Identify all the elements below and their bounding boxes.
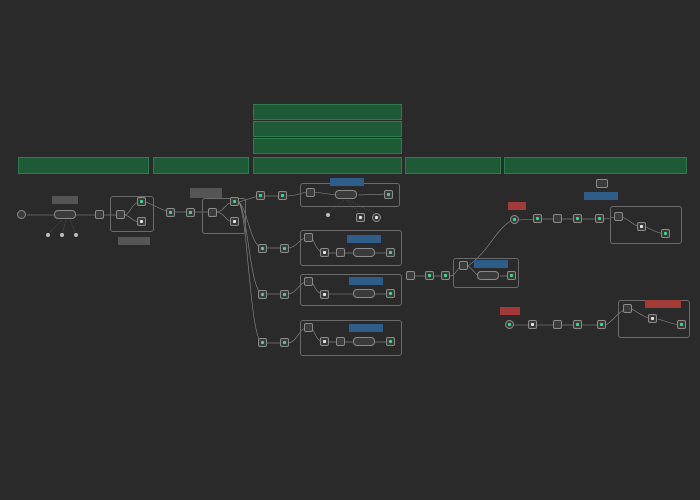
group-frame [453, 258, 519, 288]
action-node[interactable] [597, 320, 606, 329]
action-node[interactable] [528, 320, 537, 329]
ai-agent-node[interactable] [335, 190, 357, 199]
tool-node[interactable] [372, 213, 381, 222]
action-node[interactable] [258, 338, 267, 347]
action-node[interactable] [386, 337, 395, 346]
sticky-note[interactable] [504, 157, 687, 174]
action-node[interactable] [573, 320, 582, 329]
code-node[interactable] [553, 320, 562, 329]
memory-node[interactable] [60, 233, 64, 237]
switch-node[interactable] [623, 304, 632, 313]
trigger-node[interactable] [406, 271, 415, 280]
action-node[interactable] [137, 197, 146, 206]
sticky-note[interactable] [253, 157, 402, 174]
group-frame [300, 230, 402, 266]
annotation-note[interactable] [190, 188, 222, 198]
action-node[interactable] [386, 289, 395, 298]
action-node[interactable] [386, 248, 395, 257]
tool-node[interactable] [74, 233, 78, 237]
action-node[interactable] [258, 290, 267, 299]
group-frame [610, 206, 682, 244]
action-node[interactable] [280, 290, 289, 299]
code-node[interactable] [336, 248, 345, 257]
ai-agent-node[interactable] [353, 248, 375, 257]
switch-node[interactable] [306, 188, 315, 197]
annotation-note[interactable] [584, 192, 618, 200]
annotation-note[interactable] [500, 307, 520, 315]
annotation-note[interactable] [645, 300, 681, 308]
action-node[interactable] [320, 337, 329, 346]
action-node[interactable] [230, 217, 239, 226]
trigger-node[interactable] [510, 215, 519, 224]
action-node[interactable] [186, 208, 195, 217]
annotation-note[interactable] [118, 237, 150, 245]
action-node[interactable] [533, 214, 542, 223]
action-node[interactable] [637, 222, 646, 231]
group-frame [110, 196, 154, 232]
action-node[interactable] [661, 229, 670, 238]
action-node[interactable] [258, 244, 267, 253]
switch-node[interactable] [208, 208, 217, 217]
action-node[interactable] [280, 338, 289, 347]
switch-node[interactable] [596, 179, 608, 188]
tool-node[interactable] [356, 213, 365, 222]
sticky-note[interactable] [253, 138, 402, 154]
action-node[interactable] [595, 214, 604, 223]
switch-node[interactable] [614, 212, 623, 221]
code-node[interactable] [553, 214, 562, 223]
action-node[interactable] [278, 191, 287, 200]
ai-agent-node[interactable] [54, 210, 76, 219]
action-node[interactable] [573, 214, 582, 223]
action-node[interactable] [320, 248, 329, 257]
action-node[interactable] [384, 190, 393, 199]
group-frame [202, 198, 246, 234]
action-node[interactable] [648, 314, 657, 323]
code-node[interactable] [336, 337, 345, 346]
group-frame [300, 320, 402, 356]
action-node[interactable] [137, 217, 146, 226]
annotation-note[interactable] [474, 260, 508, 268]
action-node[interactable] [441, 271, 450, 280]
group-frame [300, 274, 402, 306]
ai-agent-node[interactable] [353, 337, 375, 346]
action-node[interactable] [166, 208, 175, 217]
action-node[interactable] [425, 271, 434, 280]
code-node[interactable] [95, 210, 104, 219]
annotation-note[interactable] [349, 324, 383, 332]
action-node[interactable] [256, 191, 265, 200]
action-node[interactable] [507, 271, 516, 280]
chat-model-node[interactable] [46, 233, 50, 237]
switch-node[interactable] [304, 323, 313, 332]
sticky-note[interactable] [253, 121, 402, 137]
sticky-note[interactable] [18, 157, 149, 174]
sticky-note[interactable] [153, 157, 249, 174]
switch-node[interactable] [116, 210, 125, 219]
trigger-node[interactable] [17, 210, 26, 219]
sticky-note[interactable] [405, 157, 501, 174]
annotation-note[interactable] [330, 178, 364, 186]
chat-model-node[interactable] [326, 213, 330, 217]
action-node[interactable] [280, 244, 289, 253]
action-node[interactable] [320, 290, 329, 299]
action-node[interactable] [677, 320, 686, 329]
action-node[interactable] [230, 197, 239, 206]
switch-node[interactable] [304, 277, 313, 286]
annotation-note[interactable] [347, 235, 381, 243]
switch-node[interactable] [459, 261, 468, 270]
ai-agent-node[interactable] [353, 289, 375, 298]
trigger-node[interactable] [505, 320, 514, 329]
annotation-note[interactable] [349, 277, 383, 285]
ai-agent-node[interactable] [477, 271, 499, 280]
switch-node[interactable] [304, 233, 313, 242]
annotation-note[interactable] [52, 196, 78, 204]
sticky-note[interactable] [253, 104, 402, 120]
annotation-note[interactable] [508, 202, 526, 210]
